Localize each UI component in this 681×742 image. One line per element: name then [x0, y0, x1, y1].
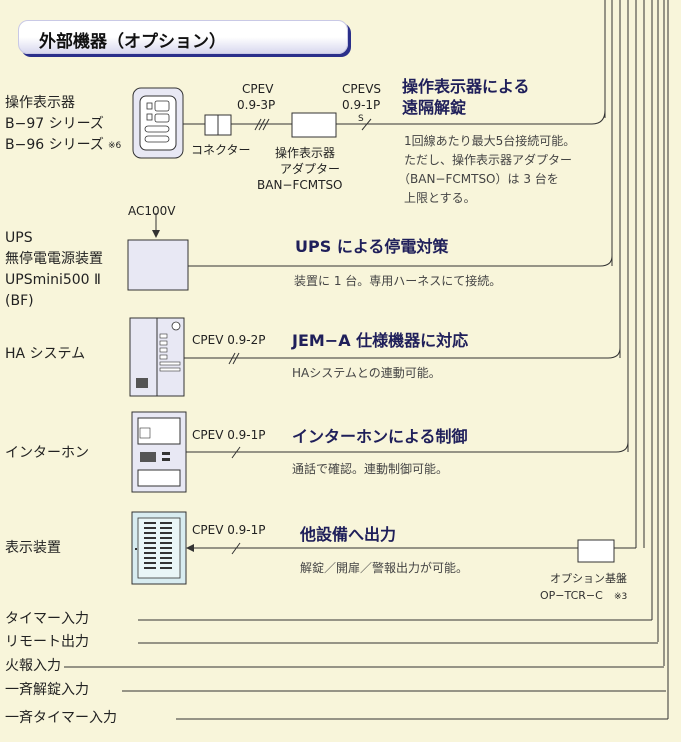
feature-note: （BAN−FCMTSO）は 3 台を: [398, 172, 559, 186]
cable-label-cpev: CPEV: [242, 82, 274, 96]
ups-label: UPS: [5, 230, 33, 246]
cable-hash-mark: [231, 542, 241, 555]
adapter-label-2: アダプター: [280, 162, 341, 176]
note-mark: ※3: [614, 592, 628, 602]
display-label: 表示装置: [5, 540, 61, 556]
adapter-model: BAN−FCMTSO: [257, 178, 343, 192]
adapter-label: 操作表示器: [275, 146, 336, 160]
operation-panel-device: [132, 87, 184, 159]
feature-title-intercom: インターホンによる制御: [292, 427, 468, 446]
feature-title-output: 他設備へ出力: [300, 525, 397, 544]
connector-label: コネクター: [191, 143, 251, 157]
shield-mark: S: [358, 114, 364, 124]
option-board-label: オプション基盤: [550, 572, 627, 585]
feature-note: 装置に 1 台。専用ハーネスにて接続。: [294, 274, 502, 288]
section-banner: 外部機器（オプション）: [18, 20, 348, 54]
cable-hash-mark: [254, 118, 270, 131]
cable-label-cpev-size: 0.9-3P: [237, 98, 276, 112]
wire: [430, 109, 606, 125]
feature-note: 通話で確認。連動制御可能。: [292, 462, 449, 476]
input-label: 一斉タイマー入力: [5, 710, 117, 726]
input-label: 火報入力: [5, 658, 61, 674]
feature-note: 上限とする。: [404, 191, 476, 205]
option-board-model: OP−TCR−C: [540, 589, 603, 602]
option-board-box: [577, 539, 615, 563]
cable-label-cpevs: CPEVS: [342, 82, 382, 96]
cable-hash-mark: [228, 352, 240, 365]
cable-hash-mark: [361, 118, 372, 131]
ups-variant: (BF): [5, 293, 34, 309]
feature-title-remote-unlock: 操作表示器による: [402, 77, 530, 96]
note-mark: ※6: [108, 141, 122, 151]
arrow-head: [186, 544, 194, 552]
input-label: 一斉解錠入力: [5, 682, 89, 698]
cable-label-cpevs-size: 0.9-1P: [342, 98, 381, 112]
feature-title-remote-unlock-2: 遠隔解錠: [402, 98, 467, 117]
cable-label: CPEV 0.9-2P: [192, 333, 266, 347]
ups-device: [127, 239, 189, 291]
feature-note: ただし、操作表示器アダプター: [404, 153, 573, 167]
ups-model: UPSmini500 Ⅱ: [5, 272, 101, 288]
ups-name: 無停電電源装置: [5, 251, 103, 267]
operation-panel-model-b97: B−97 シリーズ: [5, 116, 104, 132]
feature-title-jem: JEM−A 仕様機器に対応: [292, 331, 469, 350]
operation-panel-label: 操作表示器: [5, 95, 75, 111]
intercom-label: インターホン: [5, 445, 89, 461]
wire: [188, 255, 613, 267]
arrow-head: [152, 230, 160, 238]
feature-note: 解錠／開扉／警報出力が可能。: [300, 561, 469, 575]
input-label: タイマー入力: [5, 611, 89, 627]
display-device: [131, 511, 187, 585]
feature-note: HAシステムとの連動可能。: [292, 366, 441, 380]
feature-note: 1回線あたり最大5台接続可能。: [404, 134, 576, 148]
ha-system-device: [129, 317, 185, 397]
operation-panel-model-b96: B−96 シリーズ: [5, 137, 104, 153]
ha-system-label: HA システム: [5, 346, 86, 362]
intercom-device: [131, 411, 187, 493]
wire: [430, 118, 605, 124]
adapter-box: [291, 112, 337, 138]
cable-label: CPEV 0.9-1P: [192, 523, 266, 537]
wire: [186, 441, 629, 453]
wire: [184, 347, 621, 359]
feature-title-ups: UPS による停電対策: [295, 237, 449, 256]
ac-power-label: AC100V: [128, 204, 176, 218]
cable-hash-mark: [231, 446, 241, 459]
cable-label: CPEV 0.9-1P: [192, 428, 266, 442]
section-title: 外部機器（オプション）: [39, 32, 226, 52]
input-label: リモート出力: [5, 634, 89, 650]
